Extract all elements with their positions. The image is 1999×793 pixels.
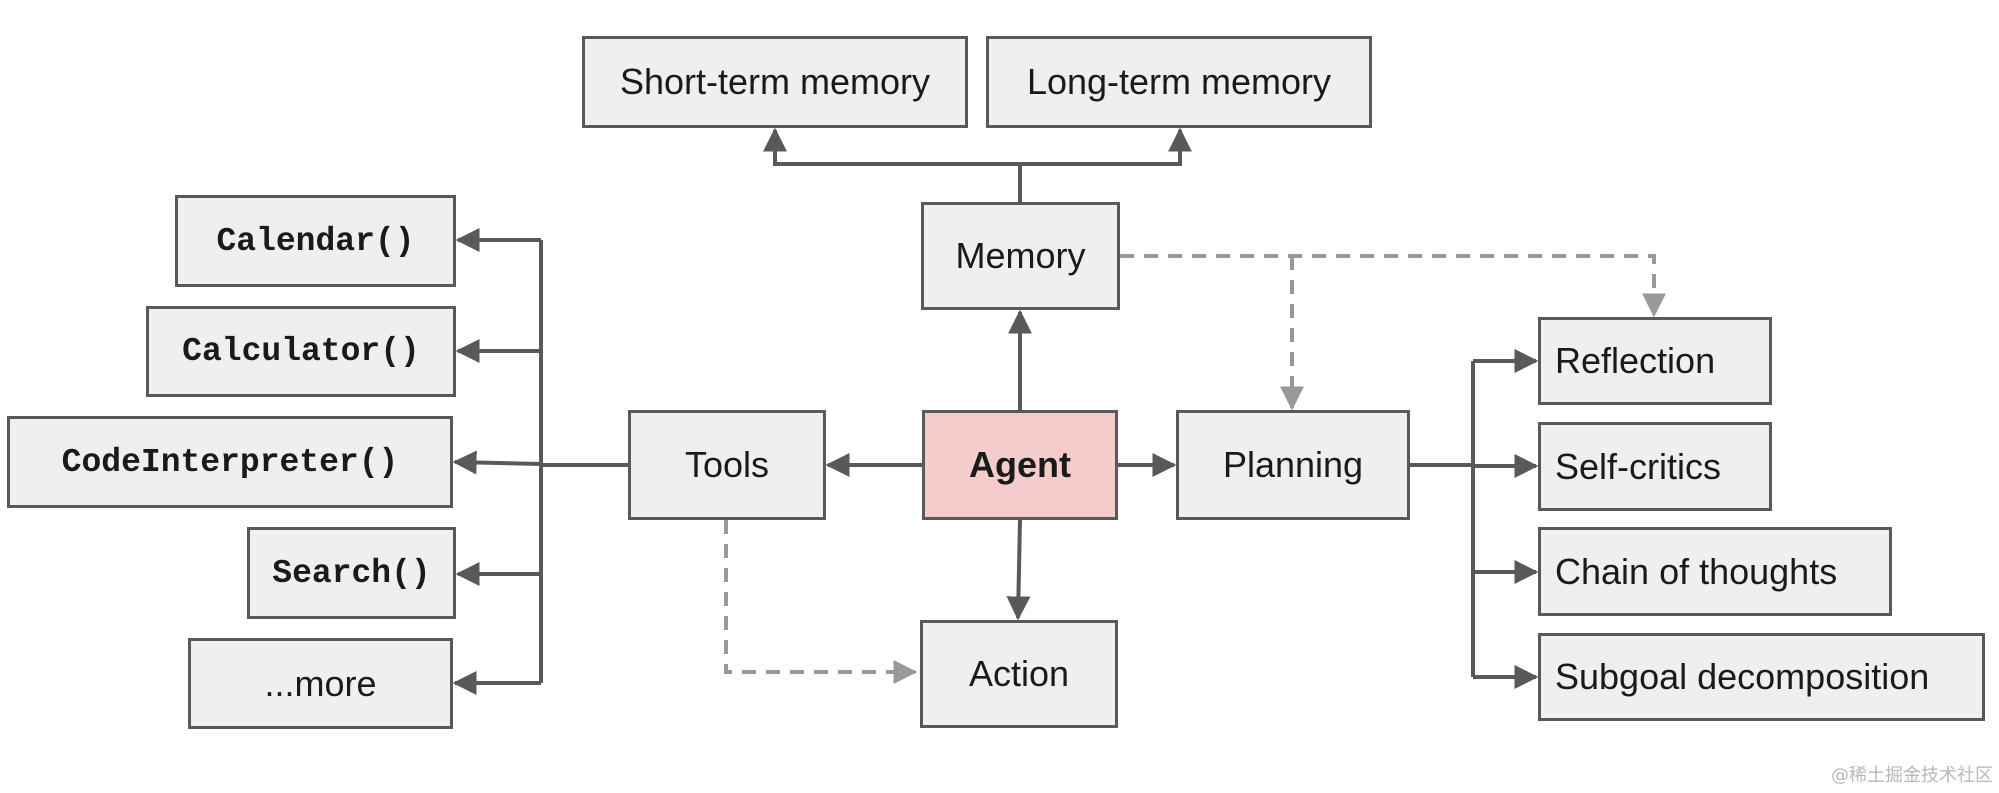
agent-node: Agent (922, 410, 1118, 520)
code-interpreter-node: CodeInterpreter() (7, 416, 453, 508)
tools-node: Tools (628, 410, 826, 520)
memory-node: Memory (921, 202, 1120, 310)
short-term-memory-node: Short-term memory (582, 36, 968, 128)
watermark: @稀土掘金技术社区 (1831, 765, 1993, 786)
edge-to-code-interpreter (452, 450, 542, 475)
long-term-memory-node: Long-term memory (986, 36, 1372, 128)
edge-to-short-term-memory (763, 127, 1020, 166)
more-node: ...more (188, 638, 453, 729)
edge-tools-to-action-dashed (724, 520, 918, 684)
search-node: Search() (247, 527, 456, 619)
action-node: Action (920, 620, 1118, 728)
reflection-node: Reflection (1538, 317, 1772, 405)
edge-memory-to-reflection-dashed (1120, 254, 1666, 318)
edge-to-long-term-memory (1020, 127, 1192, 166)
planning-node: Planning (1176, 410, 1410, 520)
self-critics-node: Self-critics (1538, 422, 1772, 511)
chain-of-thoughts-node: Chain of thoughts (1538, 527, 1892, 616)
edge-agent-to-action (1006, 519, 1031, 621)
subgoal-decomposition-node: Subgoal decomposition (1538, 633, 1985, 721)
calculator-node: Calculator() (146, 306, 456, 397)
calendar-node: Calendar() (175, 195, 456, 287)
